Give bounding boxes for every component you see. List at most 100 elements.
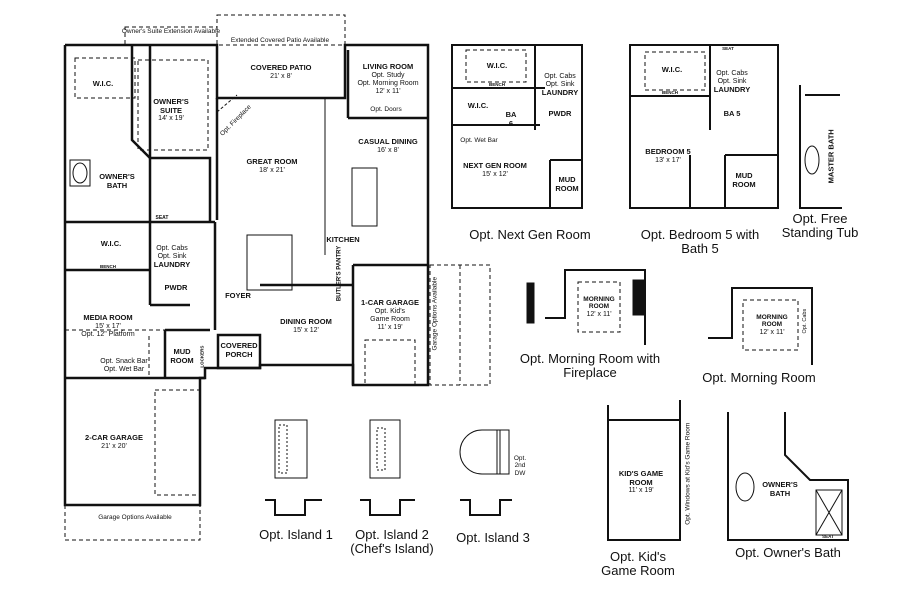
room-dim: 15' x 12' bbox=[482, 170, 508, 178]
room-dim: 12' x 11' bbox=[375, 87, 401, 95]
owners-bath-caption: Opt. Owner's Bath bbox=[735, 545, 841, 560]
butlers-pantry-label: BUTLER'S PANTRY bbox=[336, 245, 343, 302]
caption-line: Bath 5 bbox=[681, 240, 719, 256]
island-3-drawing bbox=[459, 429, 501, 475]
room-name: 1-CAR GARAGE bbox=[361, 298, 419, 307]
covered-porch-label: COVERED PORCH bbox=[220, 341, 258, 359]
room-name: LAUNDRY bbox=[541, 88, 579, 98]
note-line: DW bbox=[514, 469, 526, 477]
bottom-garage-options-outline bbox=[64, 504, 201, 541]
room-dim: 21' x 20' bbox=[101, 442, 127, 450]
room-name: CASUAL DINING bbox=[358, 137, 418, 146]
room-dim: 18' x 21' bbox=[259, 166, 285, 174]
caption-line: Opt. Morning Room with bbox=[519, 351, 661, 366]
room-name: GREAT ROOM bbox=[246, 157, 298, 166]
opt-owners-bath-outline bbox=[727, 412, 849, 541]
room-dim: 14' x 19' bbox=[158, 115, 184, 123]
wic-bottom-label: W.I.C. bbox=[100, 239, 122, 248]
room-dim: 21' x 8' bbox=[270, 72, 292, 80]
room-name: LIVING ROOM bbox=[362, 62, 414, 71]
room-option: Opt. Sink bbox=[717, 78, 747, 86]
room-option: Opt. Snack Bar bbox=[100, 358, 148, 365]
next-gen-caption: Opt. Next Gen Room bbox=[469, 227, 591, 242]
wic-top-label: W.I.C. bbox=[92, 79, 114, 88]
room-option: Opt. Study bbox=[371, 71, 405, 79]
garage-options-bottom-label: Garage Options Available bbox=[98, 514, 172, 521]
caption-line: (Chef's Island) bbox=[350, 540, 434, 556]
master-bath-label: MASTER BATH bbox=[826, 129, 836, 184]
foyer-label: FOYER bbox=[225, 291, 251, 300]
opt-doors-label: Opt. Doors bbox=[370, 106, 402, 113]
garage-options-side-label: Garage Options Available bbox=[431, 276, 439, 351]
room-option: Opt. Wet Bar bbox=[103, 366, 145, 374]
extended-patio-outline bbox=[216, 14, 346, 46]
morning-room-caption: Opt. Morning Room bbox=[702, 370, 816, 385]
bench-label: BENCH bbox=[99, 264, 117, 269]
room-name: LAUNDRY bbox=[153, 260, 191, 270]
room-name: MORNING ROOM bbox=[756, 314, 788, 329]
b5-mud-label: MUD ROOM bbox=[732, 171, 756, 189]
owners-suite-extension-label: Owner's Suite Extension Available bbox=[121, 28, 221, 35]
ng-ba-label: BA 6 bbox=[505, 110, 517, 128]
free-tub-outline bbox=[799, 85, 842, 209]
room-option: Opt. Kid's bbox=[374, 307, 406, 315]
room-name: MORNING ROOM bbox=[583, 296, 615, 311]
ng-bench-label: BENCH bbox=[488, 82, 506, 87]
island2-caption: Opt. Island 2(Chef's Island) bbox=[350, 528, 433, 555]
room-option: Opt. Sink bbox=[157, 253, 187, 261]
island-2-drawing bbox=[369, 419, 401, 479]
lockers-label: LOCKERS bbox=[199, 345, 205, 368]
morning-room-outline bbox=[708, 287, 813, 365]
room-name: COVERED PATIO bbox=[250, 63, 312, 72]
room-option: Opt. Cabs bbox=[156, 245, 188, 252]
room-option: Game Room bbox=[370, 315, 410, 323]
room-dim: 11' x 19' bbox=[377, 323, 403, 331]
mr-cabs-label: Opt. Cabs bbox=[801, 308, 808, 334]
room-name: NEXT GEN ROOM bbox=[463, 161, 527, 170]
ng-wic-label: W.I.C. bbox=[486, 61, 508, 70]
seat-label: SEAT bbox=[155, 215, 169, 221]
b5-ba-label: BA 5 bbox=[723, 109, 741, 118]
island3-caption: Opt. Island 3 bbox=[456, 530, 530, 545]
kitchen-label: KITCHEN bbox=[326, 235, 360, 244]
room-name: BEDROOM 5 bbox=[645, 147, 691, 156]
room-name: 2-CAR GARAGE bbox=[85, 433, 143, 442]
ng-mud-label: MUD ROOM bbox=[555, 175, 579, 193]
room-dim: 11' x 19' bbox=[628, 487, 654, 495]
pwdr-label: PWDR bbox=[164, 283, 188, 292]
room-dim: 12' x 11' bbox=[586, 310, 612, 318]
ob-seat-label: SEAT bbox=[822, 534, 834, 539]
room-name: MEDIA ROOM bbox=[83, 313, 133, 322]
caption-line: Opt. Island 2 bbox=[355, 527, 429, 542]
room-name: LAUNDRY bbox=[713, 85, 751, 95]
kg-windows-label: Opt. Windows at Kid's Game Room bbox=[684, 422, 692, 525]
b5-seat-label: SEAT bbox=[722, 46, 734, 51]
island1-caption: Opt. Island 1 bbox=[259, 527, 333, 542]
room-option: Opt. Cabs bbox=[716, 70, 748, 77]
caption-line: Opt. Free bbox=[792, 211, 848, 226]
owners-bath-label: OWNER'S BATH bbox=[99, 172, 135, 190]
room-dim: 12' x 11' bbox=[759, 328, 785, 336]
bedroom5-outline bbox=[629, 44, 779, 209]
caption-line: Game Room bbox=[601, 562, 675, 578]
room-name: OWNER'S SUITE bbox=[153, 97, 189, 115]
caption-line: Fireplace bbox=[563, 364, 617, 380]
b5-wic-label: W.I.C. bbox=[661, 65, 683, 74]
